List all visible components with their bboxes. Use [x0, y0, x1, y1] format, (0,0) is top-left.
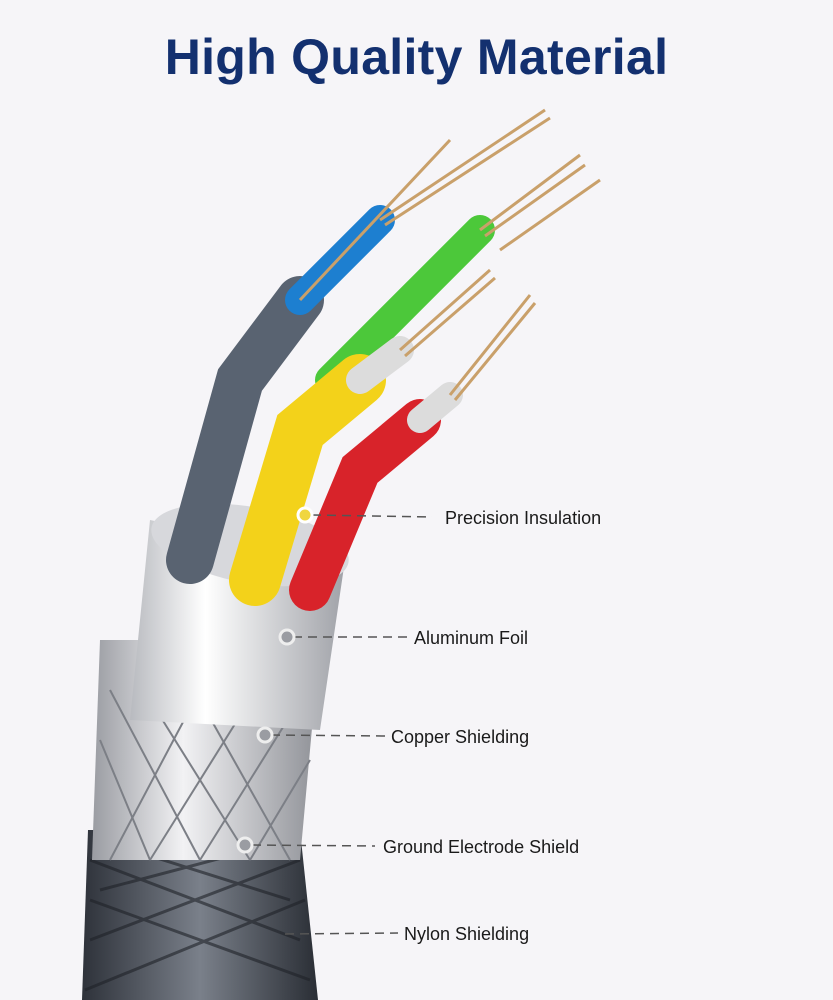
- pointer-dot: [296, 506, 314, 524]
- label-copper-shielding: Copper Shielding: [391, 727, 530, 747]
- page-title: High Quality Material: [164, 29, 669, 85]
- pointer-dot: [278, 628, 296, 646]
- pointer-dot: [256, 726, 274, 744]
- red-wire: [289, 399, 441, 611]
- label-precision-insulation: Precision Insulation: [445, 508, 602, 528]
- copper-strands: [298, 108, 601, 401]
- label-ground-electrode-shield: Ground Electrode Shield: [383, 837, 580, 857]
- label-nylon-shielding: Nylon Shielding: [404, 924, 530, 944]
- grey-wire: [166, 276, 324, 584]
- label-aluminum-foil: Aluminum Foil: [414, 628, 529, 648]
- yellow-wire: [229, 354, 386, 606]
- pointer-dot: [236, 836, 254, 854]
- nylon-shielding-layer: [82, 830, 318, 1000]
